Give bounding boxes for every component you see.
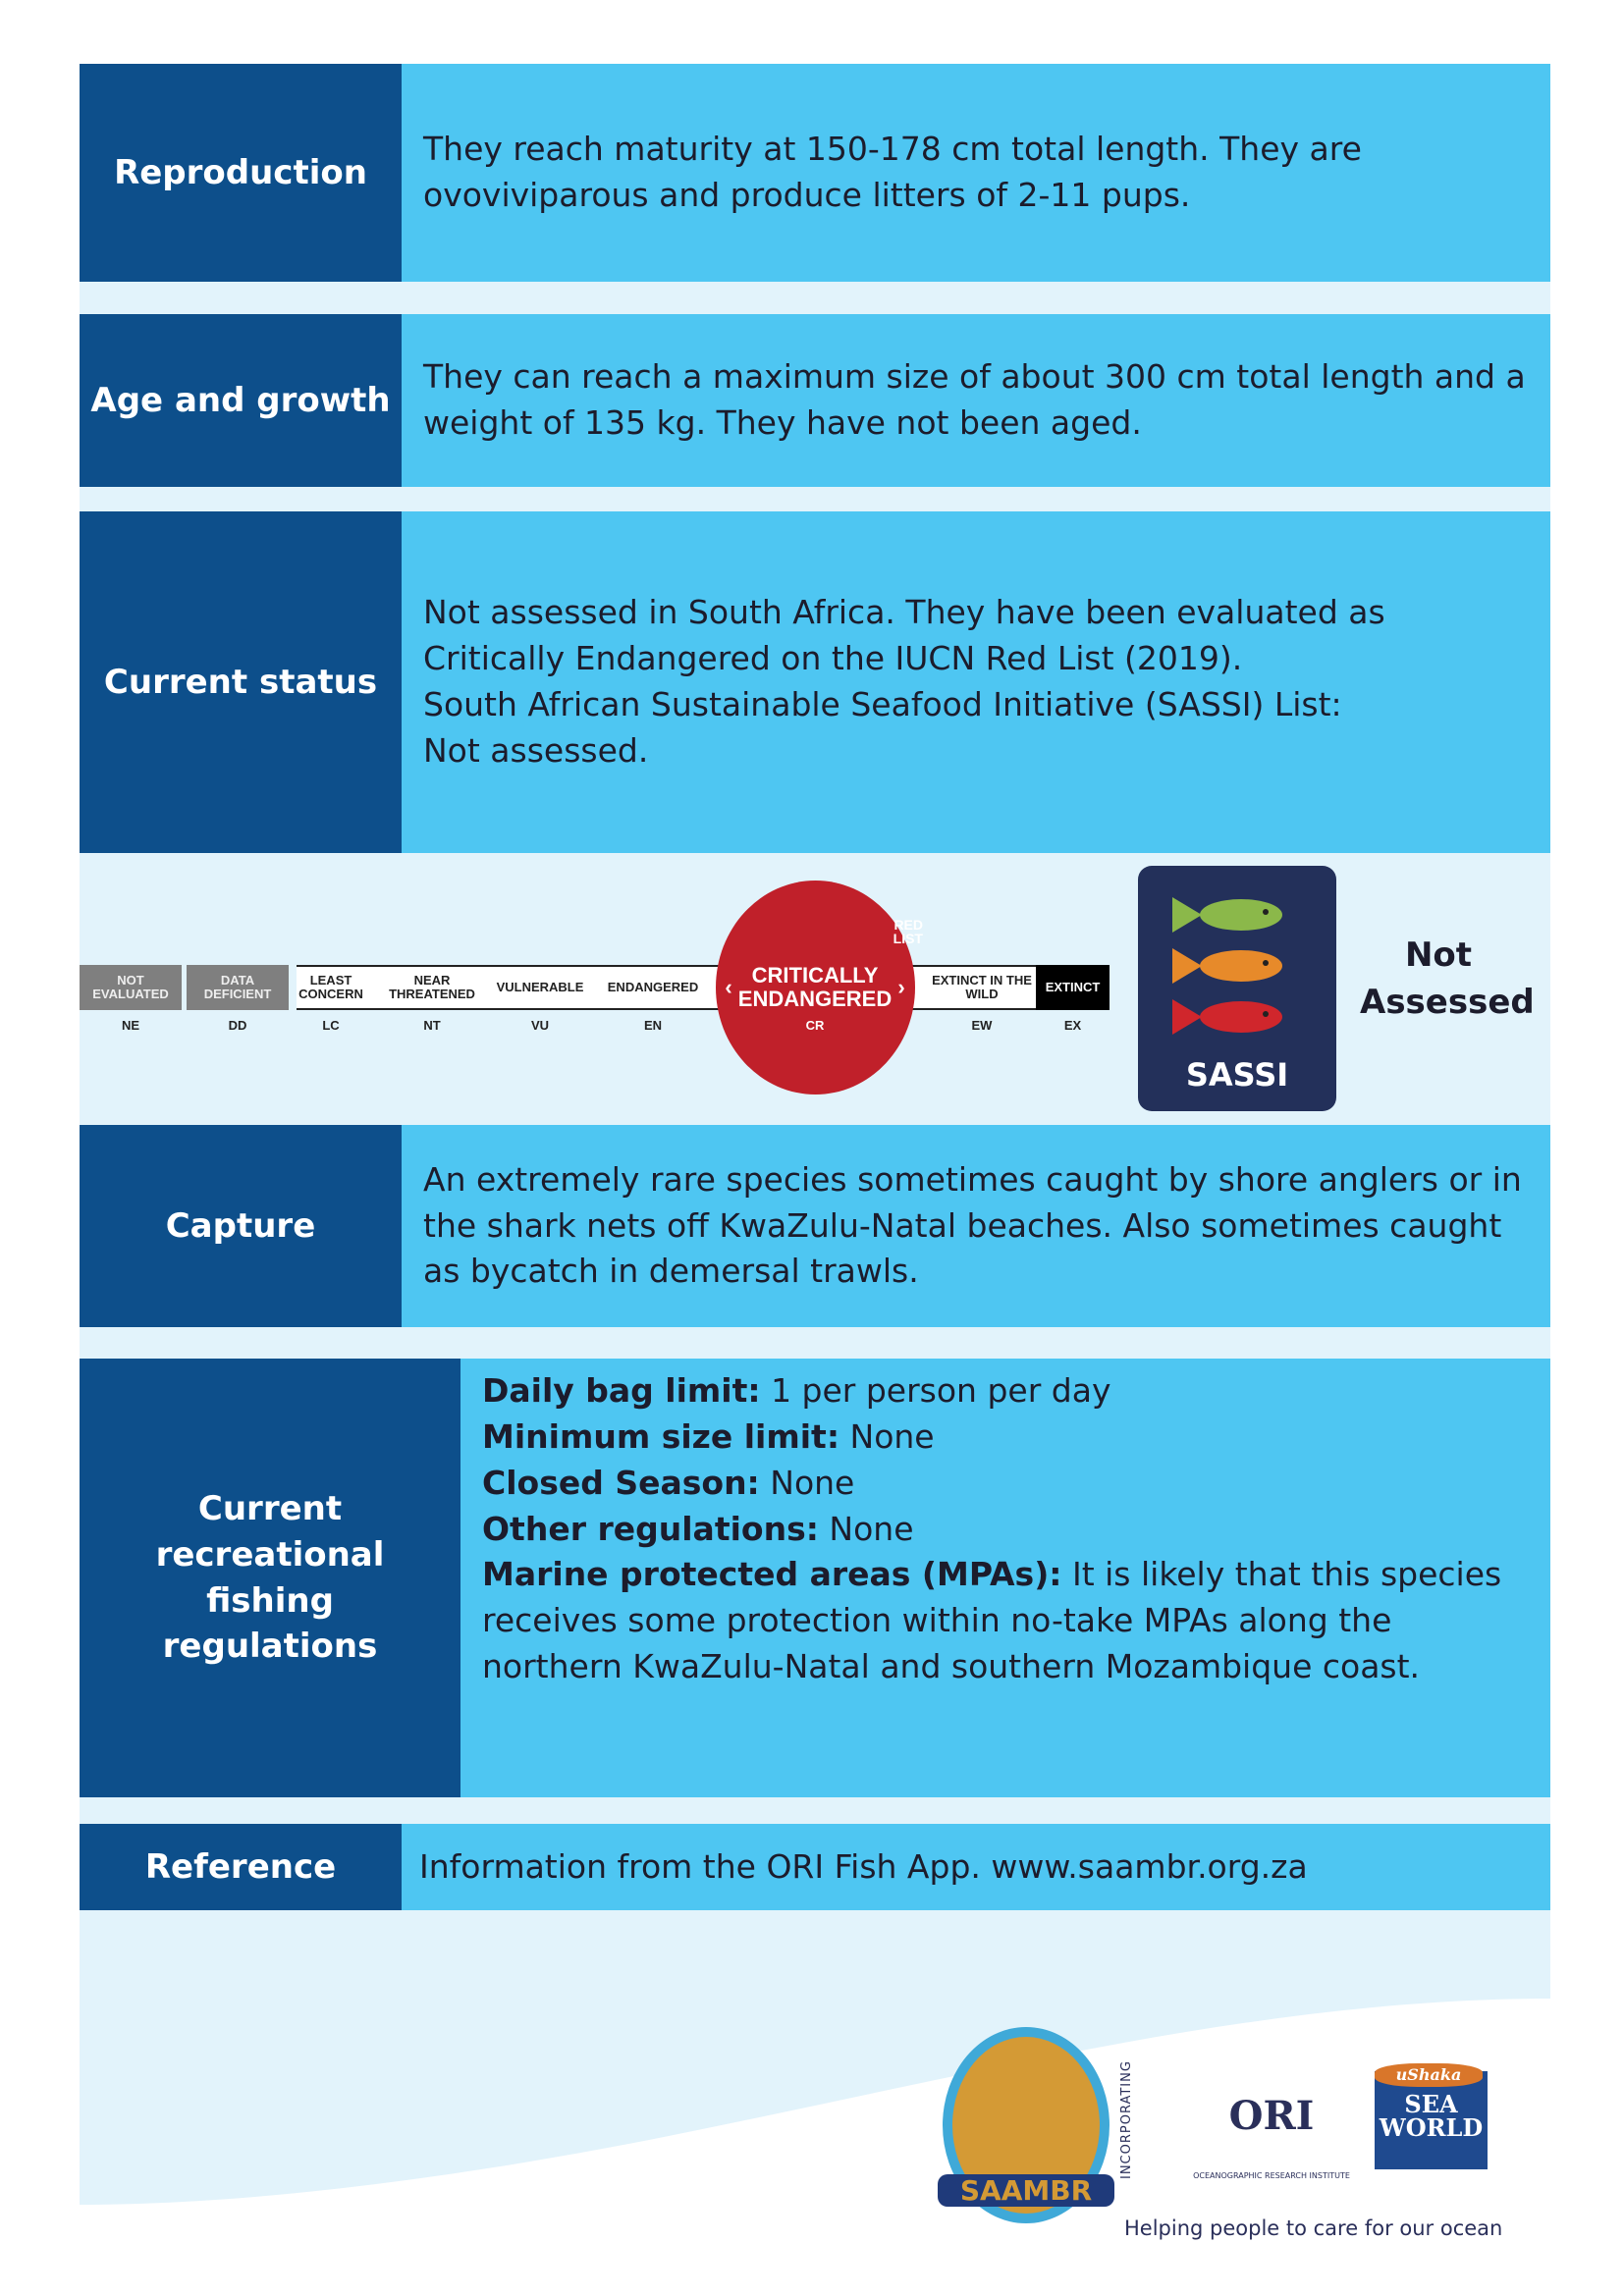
section-text: They can reach a maximum size of about 3… [423,357,1526,442]
status-line: Critically Endangered on the IUCN Red Li… [423,639,1243,678]
rl-abbr: NE [121,1018,140,1033]
section-text: An extremely rare species sometimes caug… [423,1159,1522,1291]
status-line: Not assessed. [423,730,649,770]
rl-cat: ENDANGERED [607,979,699,994]
regulation-item: Other regulations: None [482,1509,914,1548]
rl-cat: EXTINCT IN THE WILD [932,972,1032,1001]
section-label: Reference [80,1824,402,1910]
cr-highlight-circle [716,881,915,1095]
status-line: Not assessed in South Africa. They have … [423,593,1385,632]
rl-cat: NEAR THREATENED [389,972,475,1001]
regulation-item: Marine protected areas (MPAs): It is lik… [482,1555,1502,1686]
rl-abbr: DD [228,1018,247,1033]
seaworld-logo: uShaka SEA WORLD [1375,2063,1488,2169]
red-list-logo: RED LIST [893,917,923,946]
status-row: Current status Not assessed in South Afr… [80,511,1550,853]
section-label: Capture [80,1125,402,1327]
rl-cat: DATA DEFICIENT [187,965,289,1010]
age-growth-row: Age and growth They can reach a maximum … [80,314,1550,487]
rl-cat-selected: ‹ CRITICALLY ENDANGERED › [725,962,905,1011]
regulations-row: Current recreational fishing regulations… [80,1359,1550,1797]
saambr-logo-text: SAAMBR [938,2174,1114,2207]
section-label: Reproduction [80,64,402,282]
rl-cat: NOT EVALUATED [80,965,182,1010]
regulation-item: Minimum size limit: None [482,1416,935,1456]
capture-row: Capture An extremely rare species someti… [80,1125,1550,1327]
rl-cat: VULNERABLE [496,979,584,994]
rl-abbr: LC [322,1018,340,1033]
rl-abbr: VU [530,1018,550,1033]
rl-abbr: NT [423,1018,441,1033]
tagline: Helping people to care for our ocean [1124,2216,1503,2240]
sassi-logo-text: SASSI [1185,1056,1289,1094]
rl-cat: LEAST CONCERN [298,972,363,1001]
reproduction-row: Reproduction They reach maturity at 150-… [80,64,1550,282]
section-text: They reach maturity at 150-178 cm total … [423,130,1362,214]
section-label: Current status [80,511,402,853]
section-label: Current recreational fishing regulations [80,1359,460,1797]
wave-decoration [80,1910,1550,2205]
section-label: Age and growth [80,314,402,487]
rl-cat: EXTINCT [1036,965,1110,1010]
fish-icons [1172,897,1282,1035]
rl-abbr: CR [805,1018,825,1033]
rl-abbr: EN [643,1018,663,1033]
reference-link[interactable]: Information from the ORI Fish App. www.s… [419,1846,1308,1886]
sassi-status: Not Assessed [1360,935,1535,1022]
incorporating-label: INCORPORATING [1119,2060,1134,2179]
ori-logo: ORI [1228,2092,1315,2139]
regulation-item: Closed Season: None [482,1463,855,1502]
rl-abbr: EX [1063,1018,1082,1033]
status-line: South African Sustainable Seafood Initia… [423,685,1342,723]
ori-ring-text: OCEANOGRAPHIC RESEARCH INSTITUTE [1193,2171,1350,2180]
sassi-logo: SASSI [1138,866,1336,1111]
reference-row: Reference Information from the ORI Fish … [80,1824,1550,1910]
rl-abbr: EW [971,1018,993,1033]
regulation-item: Daily bag limit: 1 per person per day [482,1371,1111,1410]
